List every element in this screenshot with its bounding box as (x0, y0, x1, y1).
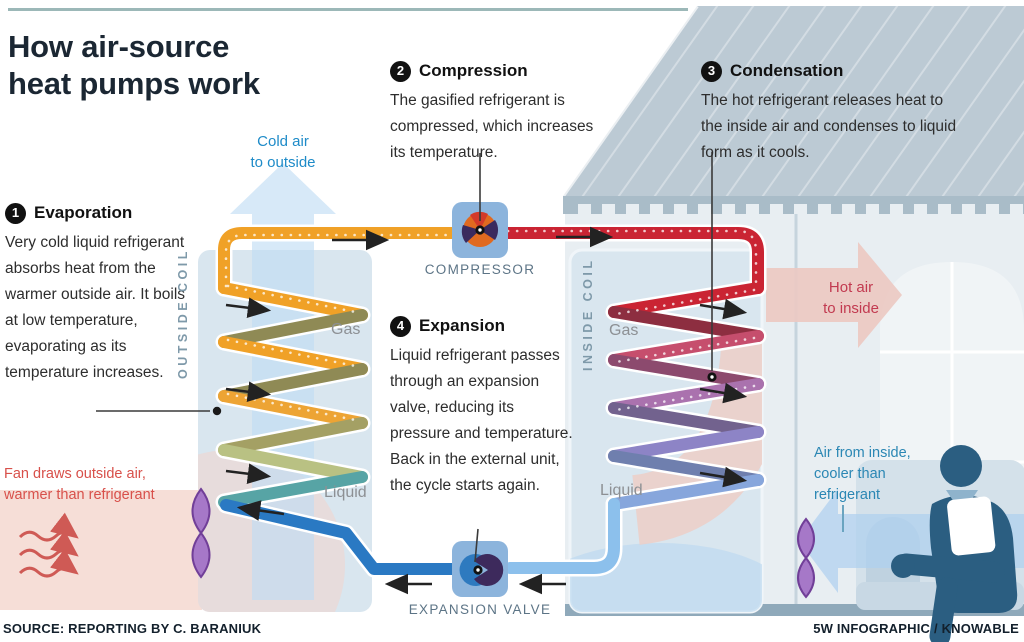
gas-bubbles (224, 229, 758, 423)
house-roof (563, 6, 1024, 196)
leader-dots (212, 225, 717, 575)
refrigerant-circuit (218, 227, 764, 575)
step-3-body: The hot refrigerant releases heat to the… (701, 92, 957, 161)
cold-air-label: Cold air to outside (250, 133, 316, 171)
person-lower-leg (929, 577, 958, 642)
page-title: How air-source heat pumps work (8, 29, 260, 101)
cold-liquid-pipe (220, 499, 464, 575)
step-3-title: Condensation (730, 61, 844, 80)
step-expansion: 4 Expansion Liquid refrigerant passes th… (390, 313, 575, 499)
inside-liquid-label: Liquid (600, 482, 643, 499)
hot-air-label: Hot air to inside (823, 279, 879, 317)
expansion-valve-label: EXPANSION VALVE (408, 602, 552, 617)
step-4-title: Expansion (419, 316, 505, 335)
step-4-body: Liquid refrigerant passes through an exp… (390, 347, 573, 494)
outside-gas-label: Gas (331, 321, 361, 338)
step-1-badge: 1 (5, 202, 26, 224)
warm-air-band (0, 490, 202, 610)
step-evaporation: 1 Evaporation Very cold liquid refrigera… (5, 200, 190, 386)
infographic-credit: 5W INFOGRAPHIC / KNOWABLE (813, 621, 1019, 636)
person-head (940, 445, 982, 487)
warm-gas-pipe (218, 227, 458, 294)
top-rule (8, 8, 688, 11)
warm-air-flow-arrows (18, 512, 79, 578)
hot-air-rise (631, 328, 762, 545)
person-silhouette (891, 445, 1018, 642)
step-1-title: Evaporation (34, 203, 133, 222)
person-crossed-leg (895, 553, 1005, 583)
roof-edge-highlight (561, 4, 699, 198)
compressor-label: COMPRESSOR (424, 262, 536, 277)
tablet (947, 496, 996, 556)
fan-note-label: Fan draws outside air, warmer than refri… (4, 466, 155, 503)
indoor-fan-icon (797, 517, 815, 599)
roof-shingle-lines (579, 6, 1024, 196)
outside-liquid-label: Liquid (324, 484, 367, 501)
step-1-body: Very cold liquid refrigerant absorbs hea… (5, 234, 186, 381)
flow-direction-arrows (225, 226, 748, 595)
step-4-badge: 4 (390, 315, 411, 337)
step-2-title: Compression (419, 61, 528, 80)
outside-coil-label: OUTSIDE COIL (176, 248, 190, 380)
step-3-badge: 3 (701, 60, 722, 82)
source-credit: SOURCE: REPORTING BY C. BARANIUK (3, 621, 262, 636)
step-condensation: 3 Condensation The hot refrigerant relea… (701, 58, 963, 166)
step-2-badge: 2 (390, 60, 411, 82)
cool-liquid-pipe (504, 498, 620, 574)
inside-gas-label: Gas (609, 322, 639, 339)
step-compression: 2 Compression The gasified refrigerant i… (390, 58, 595, 166)
leader-lines (96, 152, 713, 563)
hot-air-arrow (766, 242, 902, 348)
inside-coil-label: INSIDE COIL (581, 257, 595, 371)
step-2-body: The gasified refrigerant is compressed, … (390, 92, 594, 161)
outdoor-fan-icon (191, 487, 211, 579)
inside-air-label: Air from inside, cooler than refrigerant (814, 445, 911, 503)
